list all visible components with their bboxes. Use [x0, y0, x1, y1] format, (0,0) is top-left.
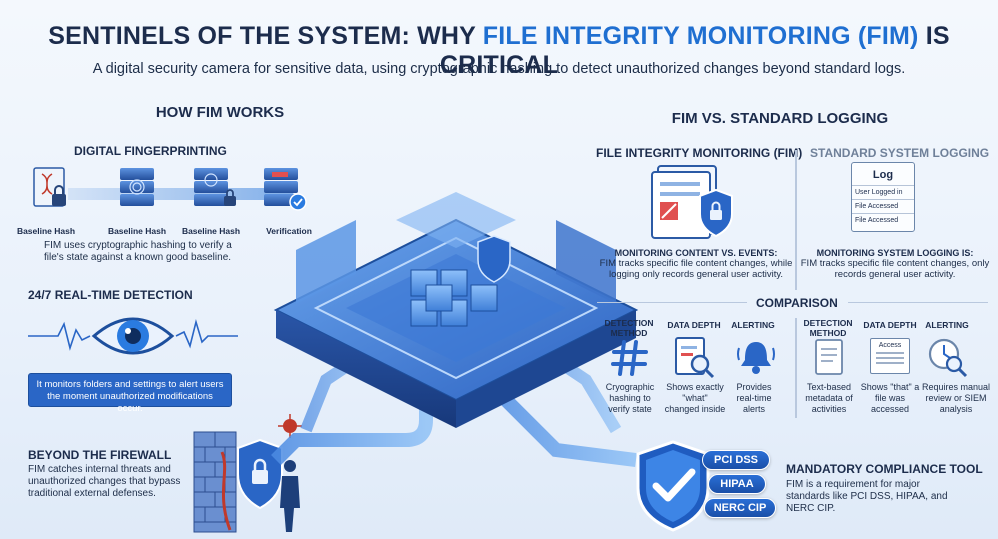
virus-icon — [278, 414, 302, 438]
log-card: Log User Logged in File Accessed File Ac… — [851, 162, 915, 232]
compliance-shield-icon — [636, 440, 710, 532]
fim-column-heading: FILE INTEGRITY MONITORING (FIM) — [596, 146, 803, 160]
fim-summary: MONITORING CONTENT VS. EVENTS: FIM track… — [596, 248, 796, 280]
compliance-text: FIM is a requirement for major standards… — [786, 479, 948, 514]
logging-column-heading: STANDARD SYSTEM LOGGING — [810, 146, 990, 160]
title-suffix: IS CRITICAL — [439, 22, 950, 79]
comparison-rule-right — [848, 302, 988, 303]
title-prefix: SENTINELS OF THE SYSTEM: WHY — [48, 22, 483, 50]
fim-summary-text: FIM tracks specific file content changes… — [599, 258, 793, 280]
firewall-heading: BEYOND THE FIREWALL — [28, 448, 172, 462]
log-depth-label: DATA DEPTH — [863, 320, 917, 330]
server-lock-icon — [194, 168, 236, 206]
firewall-illustration — [193, 414, 302, 533]
fim-alerting-label: ALERTING — [731, 320, 775, 330]
log-card-row-2: File Accessed — [852, 199, 914, 213]
document-magnifier-icon — [675, 337, 715, 379]
log-alerting-text: Requires manual review or SIEM analysis — [921, 382, 991, 414]
step-label-2: Baseline Hash — [107, 226, 167, 236]
fim-alerting-text: Provides real-time alerts — [736, 382, 772, 414]
fim-vs-logging-heading: FIM VS. STANDARD LOGGING — [671, 110, 889, 127]
step-label-3: Baseline Hash — [181, 226, 241, 236]
log-depth-text: Shows "that" a file was accessed — [860, 382, 920, 414]
step-label-4: Verification — [266, 226, 312, 236]
text-document-icon — [815, 339, 843, 375]
realtime-heading: 24/7 REAL-TIME DETECTION — [28, 288, 193, 302]
logging-summary-text: FIM tracks specific file content changes… — [800, 258, 990, 280]
step-label-1: Baseline Hash — [16, 226, 76, 236]
eye-monitor-icon — [28, 317, 238, 355]
fingerprint-flow — [33, 167, 307, 211]
clock-magnifier-icon — [928, 338, 968, 378]
bell-icon — [737, 342, 775, 374]
log-alerting-label: ALERTING — [925, 320, 969, 330]
hash-icon — [611, 340, 648, 376]
firewall-text: FIM catches internal threats and unautho… — [28, 464, 181, 499]
log-card-row-1: User Logged in — [852, 185, 914, 199]
verification-server-icon — [264, 168, 307, 211]
page-subtitle: A digital security camera for sensitive … — [92, 61, 906, 77]
dna-document-icon — [33, 167, 66, 207]
fim-document-shield-icon — [651, 165, 733, 239]
log-detection-text: Text-based metadata of activities — [805, 382, 853, 414]
access-card-icon: Access — [870, 338, 910, 374]
how-fim-works-heading: HOW FIM WORKS — [155, 104, 285, 121]
fim-detection-label: DETECTION METHOD — [604, 318, 654, 338]
fim-depth-label: DATA DEPTH — [667, 320, 721, 330]
person-icon — [280, 460, 300, 532]
fingerprint-text: FIM uses cryptographic hashing to verify… — [44, 240, 232, 263]
badge-nerc-cip: NERC CIP — [704, 498, 776, 518]
comparison-heading: COMPARISON — [756, 296, 838, 310]
log-detection-label: DETECTION METHOD — [803, 318, 853, 338]
comparison-divider — [795, 318, 797, 418]
badge-hipaa: HIPAA — [708, 474, 766, 494]
column-divider — [795, 150, 797, 290]
title-highlight: FILE INTEGRITY MONITORING (FIM) — [482, 22, 919, 50]
server-fingerprint-icon-1 — [120, 168, 154, 206]
logging-summary: MONITORING SYSTEM LOGGING IS: FIM tracks… — [800, 248, 990, 280]
fim-detection-text: Cryographic hashing to verify state — [605, 382, 655, 414]
central-platform-illustration — [271, 192, 639, 467]
log-card-row-3: File Accessed — [852, 213, 914, 227]
brick-wall-icon — [193, 431, 237, 533]
logging-summary-heading: MONITORING SYSTEM LOGGING IS: — [816, 248, 974, 258]
comparison-rule-left — [597, 302, 747, 303]
fingerprint-heading: DIGITAL FINGERPRINTING — [74, 144, 227, 158]
shield-lock-icon — [237, 438, 283, 510]
page-title: SENTINELS OF THE SYSTEM: WHY FILE INTEGR… — [0, 22, 998, 80]
fim-summary-heading: MONITORING CONTENT VS. EVENTS: — [614, 248, 778, 258]
access-card-label: Access — [878, 342, 902, 349]
log-card-title: Log — [872, 169, 894, 181]
fim-depth-text: Shows exactly "what" changed inside — [664, 382, 726, 414]
badge-pci-dss: PCI DSS — [702, 450, 770, 470]
compliance-heading: MANDATORY COMPLIANCE TOOL — [786, 462, 983, 476]
realtime-text-box: It monitors folders and settings to aler… — [28, 373, 232, 414]
